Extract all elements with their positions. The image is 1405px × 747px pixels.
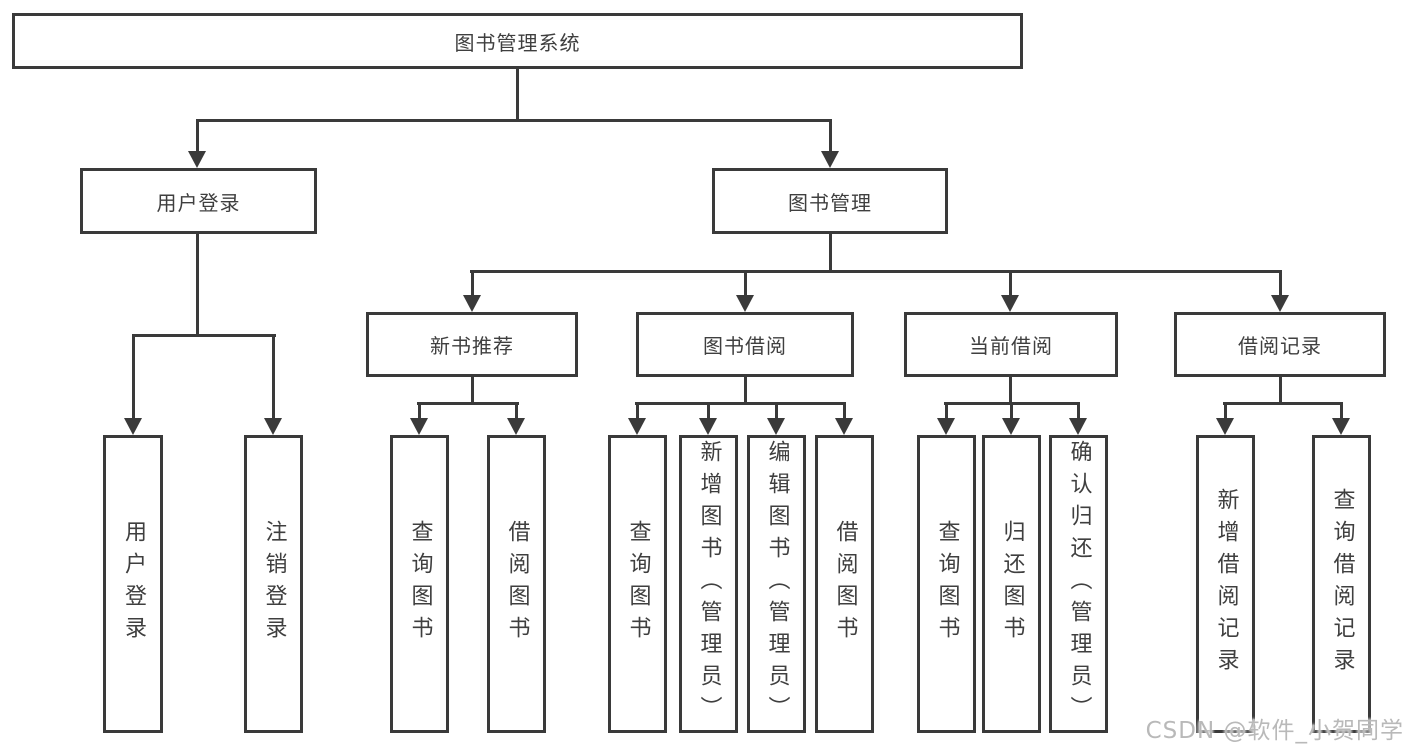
arrowhead-icon [1001, 295, 1019, 312]
leaf-label: 注销登录 [261, 520, 287, 648]
leaf-logout: 注销登录 [244, 435, 303, 733]
leaf-label: 确认归还（管理员） [1066, 440, 1092, 728]
connector-line [775, 404, 778, 419]
connector-line [944, 402, 1080, 405]
connector-line [1223, 402, 1343, 405]
arrowhead-icon [767, 418, 785, 435]
leaf-label: 归还图书 [999, 520, 1025, 648]
leaf-query-books-recommend: 查询图书 [390, 435, 449, 733]
connector-line [1010, 404, 1013, 419]
connector-line [471, 377, 474, 405]
connector-line [470, 270, 1282, 273]
leaf-label: 编辑图书（管理员） [764, 440, 790, 728]
arrowhead-icon [628, 418, 646, 435]
node-label: 图书管理系统 [454, 30, 581, 55]
leaf-edit-book-admin: 编辑图书（管理员） [747, 435, 806, 733]
leaf-label: 借阅图书 [832, 520, 858, 648]
leaf-label: 新增借阅记录 [1213, 488, 1239, 680]
arrowhead-icon [736, 295, 754, 312]
connector-line [132, 336, 135, 418]
leaf-query-books-borrow: 查询图书 [608, 435, 667, 733]
connector-line [1224, 404, 1227, 419]
node-library-management-system: 图书管理系统 [12, 13, 1023, 69]
arrowhead-icon [821, 151, 839, 168]
arrowhead-icon [699, 418, 717, 435]
connector-line [1009, 272, 1012, 296]
connector-line [471, 272, 474, 296]
leaf-add-book-admin: 新增图书（管理员） [679, 435, 738, 733]
arrowhead-icon [463, 295, 481, 312]
connector-line [744, 272, 747, 296]
arrowhead-icon [937, 418, 955, 435]
connector-line [417, 402, 519, 405]
node-label: 图书借阅 [703, 334, 787, 358]
connector-line [196, 233, 199, 337]
connector-line [829, 233, 832, 273]
connector-line [1279, 377, 1282, 405]
arrowhead-icon [1069, 418, 1087, 435]
connector-line [1077, 404, 1080, 419]
node-current-borrowing: 当前借阅 [904, 312, 1118, 377]
arrowhead-icon [124, 418, 142, 435]
leaf-label: 新增图书（管理员） [696, 440, 722, 728]
node-book-management-branch: 图书管理 [712, 168, 948, 234]
connector-line [635, 402, 846, 405]
connector-line [272, 336, 275, 418]
connector-line [744, 377, 747, 405]
watermark: CSDN @软件_小贺同学 [1145, 718, 1404, 744]
leaf-query-books-current: 查询图书 [917, 435, 976, 733]
node-user-login-branch: 用户登录 [80, 168, 317, 234]
connector-line [196, 119, 832, 122]
connector-line [516, 68, 519, 121]
connector-line [636, 404, 639, 419]
arrowhead-icon [410, 418, 428, 435]
leaf-query-borrow-record: 查询借阅记录 [1312, 435, 1371, 733]
connector-line [707, 404, 710, 419]
node-book-borrowing: 图书借阅 [636, 312, 854, 377]
arrowhead-icon [1002, 418, 1020, 435]
arrowhead-icon [835, 418, 853, 435]
node-label: 当前借阅 [969, 334, 1053, 358]
arrowhead-icon [264, 418, 282, 435]
connector-line [515, 404, 518, 419]
leaf-label: 查询借阅记录 [1329, 488, 1355, 680]
node-label: 借阅记录 [1238, 334, 1322, 358]
connector-line [1340, 404, 1343, 419]
node-new-book-recommendation: 新书推荐 [366, 312, 578, 377]
connector-line [1009, 377, 1012, 405]
connector-line [1279, 272, 1282, 296]
leaf-return-book: 归还图书 [982, 435, 1041, 733]
leaf-borrow-books-2: 借阅图书 [815, 435, 874, 733]
connector-line [945, 404, 948, 419]
connector-line [829, 121, 832, 152]
leaf-borrow-books-recommend: 借阅图书 [487, 435, 546, 733]
node-borrowing-records: 借阅记录 [1174, 312, 1386, 377]
arrowhead-icon [1216, 418, 1234, 435]
leaf-label: 查询图书 [625, 520, 651, 648]
connector-line [843, 404, 846, 419]
connector-line [132, 334, 276, 337]
arrowhead-icon [188, 151, 206, 168]
node-label: 新书推荐 [430, 334, 514, 358]
leaf-label: 查询图书 [934, 520, 960, 648]
leaf-label: 借阅图书 [504, 520, 530, 648]
leaf-confirm-return-admin: 确认归还（管理员） [1049, 435, 1108, 733]
arrowhead-icon [1271, 295, 1289, 312]
leaf-label: 用户登录 [121, 520, 146, 648]
leaf-add-borrow-record: 新增借阅记录 [1196, 435, 1255, 733]
node-label: 图书管理 [788, 190, 872, 215]
node-label: 用户登录 [156, 190, 241, 215]
connector-line [196, 121, 199, 152]
leaf-label: 查询图书 [407, 520, 433, 648]
leaf-user-login: 用户登录 [103, 435, 163, 733]
connector-line [418, 404, 421, 419]
arrowhead-icon [507, 418, 525, 435]
arrowhead-icon [1332, 418, 1350, 435]
